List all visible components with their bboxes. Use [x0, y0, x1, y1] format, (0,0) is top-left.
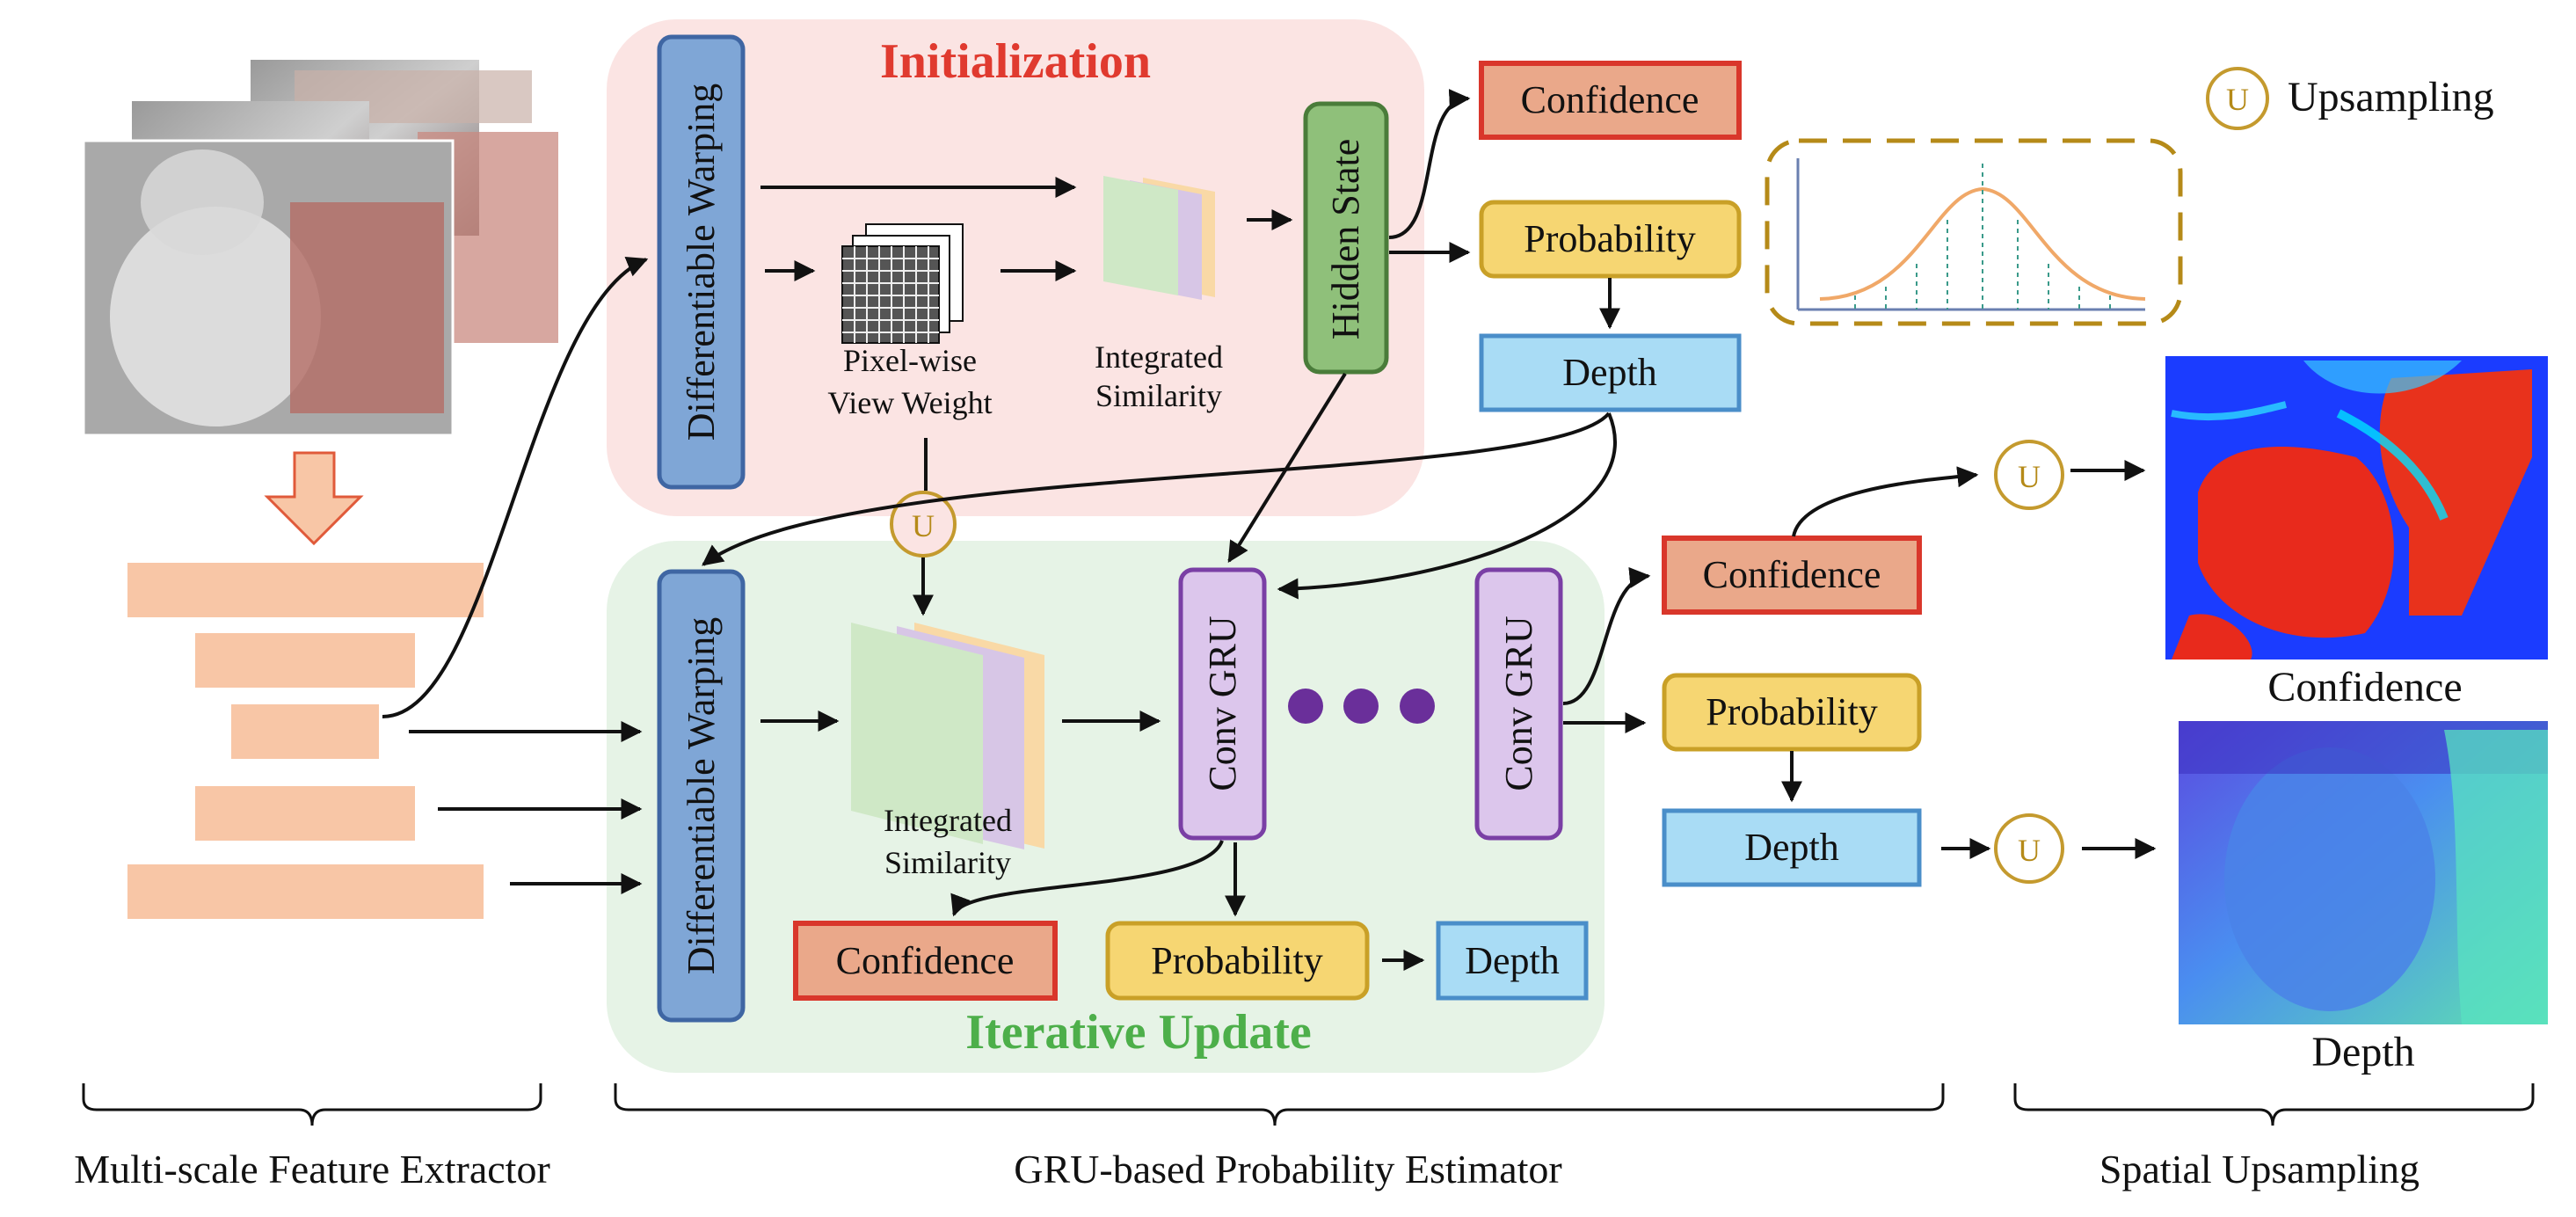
input-image-1-crate: [290, 202, 444, 413]
arrow-depth-init-to-gru: [1277, 412, 1617, 600]
feature-bar-4: [195, 786, 415, 841]
integrated-similarity-init-line2: Similarity: [1095, 378, 1222, 413]
distribution-plot: [1796, 158, 2146, 311]
arrow-gru-to-confidence-iter: [950, 840, 1224, 917]
feature-bar-3: [231, 704, 379, 759]
probability-init-box: [1479, 200, 1742, 279]
differentiable-warping-init: [657, 34, 746, 490]
arrow-depth-init-to-warp: [702, 412, 1611, 566]
probability-iter-label: Probability: [1151, 939, 1323, 982]
conv-gru-2-label: Conv GRU: [1497, 616, 1540, 791]
rabbit-head-shape: [141, 149, 264, 255]
upsampling-legend-label: Upsampling: [2288, 74, 2494, 120]
confidence-init-label: Confidence: [1521, 78, 1699, 121]
ellipsis-dot-1: [1288, 689, 1323, 724]
ellipsis-dot-3: [1400, 689, 1435, 724]
differentiable-warping-iter: [657, 569, 746, 1023]
upsample-legend-symbol: U: [2226, 82, 2249, 117]
brace-feature-extractor: [82, 1083, 542, 1126]
integrated-similarity-iter-line2: Similarity: [884, 845, 1011, 880]
ellipsis-dot-2: [1343, 689, 1379, 724]
upsample-weight-icon: [890, 491, 957, 557]
upsample-confidence-symbol: U: [2018, 459, 2041, 494]
depth-map-image: [2179, 721, 2548, 1024]
integrated-similarity-iter-icon: [851, 623, 1044, 849]
down-arrow-icon: [264, 451, 364, 546]
confidence-final-label: Confidence: [1703, 553, 1881, 596]
confidence-map-image: [2165, 356, 2548, 660]
arrow-hidden-to-gru: [1227, 372, 1347, 564]
pixel-wise-label-line2: View Weight: [827, 385, 992, 420]
upsample-legend-icon: [2206, 67, 2269, 130]
upsample-depth-icon: [1994, 813, 2064, 884]
depth-final-label: Depth: [1744, 826, 1839, 869]
section-feature-extractor: Multi-scale Feature Extractor: [74, 1147, 550, 1191]
brace-probability-estimator: [614, 1083, 1945, 1126]
confidence-final-box: [1662, 536, 1922, 615]
differentiable-warping-iter-label: Differentiable Warping: [680, 617, 723, 975]
depth-iter-label: Depth: [1465, 939, 1560, 982]
integrated-similarity-init-icon: [1103, 176, 1215, 300]
integrated-similarity-init-line1: Integrated: [1095, 339, 1223, 375]
feature-bar-1: [127, 563, 484, 617]
differentiable-warping-init-label: Differentiable Warping: [680, 84, 723, 441]
arrow-feature-to-warp-init: [382, 257, 649, 718]
arrow-gru-to-confidence-final: [1562, 567, 1651, 705]
section-probability-estimator: GRU-based Probability Estimator: [1014, 1147, 1561, 1191]
rabbit-body-shape: [110, 207, 321, 426]
brace-spatial-upsampling: [2013, 1083, 2535, 1126]
feature-bar-5: [127, 864, 484, 919]
confidence-map-caption: Confidence: [2267, 664, 2462, 711]
probability-iter-box: [1105, 921, 1370, 1001]
depth-final-box: [1662, 808, 1922, 887]
feature-bar-2: [195, 633, 415, 688]
arrow-confidence-to-upsample: [1792, 466, 1979, 537]
initialization-panel: [607, 19, 1424, 516]
depth-init-label: Depth: [1562, 351, 1657, 394]
upsample-depth-symbol: U: [2018, 833, 2041, 868]
confidence-init-box: [1479, 61, 1742, 140]
conv-gru-1-label: Conv GRU: [1201, 616, 1244, 791]
conv-gru-2: [1474, 567, 1563, 841]
pixel-wise-label-line1: Pixel-wise: [843, 343, 977, 378]
probability-final-box: [1662, 673, 1922, 752]
upsample-confidence-icon: [1994, 440, 2064, 510]
probability-init-label: Probability: [1524, 217, 1696, 260]
confidence-iter-box: [793, 921, 1058, 1001]
iterative-update-title: Iterative Update: [965, 1005, 1311, 1060]
depth-init-box: [1479, 333, 1742, 412]
depth-map-caption: Depth: [2311, 1029, 2414, 1075]
integrated-similarity-iter-line1: Integrated: [884, 803, 1012, 838]
initialization-title: Initialization: [880, 34, 1151, 89]
input-images: [82, 60, 558, 437]
view-weight-grid-icon: [841, 223, 964, 344]
confidence-iter-label: Confidence: [836, 939, 1015, 982]
hidden-state-label: Hidden State: [1324, 139, 1367, 340]
hidden-state-block: [1303, 101, 1389, 375]
upsample-weight-symbol: U: [912, 508, 935, 543]
depth-iter-box: [1436, 921, 1589, 1001]
arrow-hidden-to-confidence: [1388, 89, 1471, 239]
probability-final-label: Probability: [1706, 690, 1878, 733]
section-spatial-upsampling: Spatial Upsampling: [2099, 1147, 2420, 1191]
conv-gru-1: [1178, 567, 1267, 841]
distribution-plot-frame: [1765, 138, 2183, 326]
feature-pyramid: [127, 563, 484, 919]
